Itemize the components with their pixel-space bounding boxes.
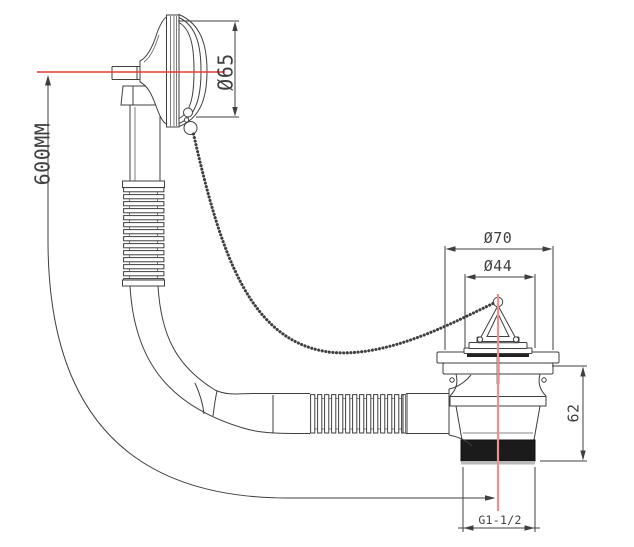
arrowhead-down <box>580 450 586 461</box>
plug-handle-foot <box>512 336 520 343</box>
bend-joint-seam <box>212 390 218 417</box>
bend-joint-seam <box>194 382 205 415</box>
vertical-corrugated-hose <box>122 187 165 287</box>
arrowhead-up <box>580 366 586 377</box>
dim-label-overflow-dia: Ø65 <box>214 53 238 91</box>
horizontal-corrugated-hose <box>310 393 449 434</box>
overflow-pin <box>111 66 140 80</box>
hose-bend <box>129 285 311 435</box>
dim-label-plug-dia: Ø44 <box>484 257 513 275</box>
dim-waste-height: 62 <box>540 365 587 462</box>
arrowhead-left <box>445 246 456 252</box>
overflow-assembly <box>111 13 208 135</box>
arrowhead-right <box>542 246 553 252</box>
arrowhead-down <box>232 107 238 117</box>
waste-lug-right <box>541 377 547 383</box>
dim-label-thread: G1-1/2 <box>478 513 521 527</box>
bend-outer-edge <box>129 285 311 435</box>
dim-label-hose-length: 600MM <box>31 123 55 186</box>
arrowhead-right <box>485 495 496 501</box>
waste-waist-right <box>538 373 547 397</box>
dim-thread-size: G1-1/2 <box>458 467 540 532</box>
bend-inner-edge <box>157 285 310 395</box>
dim-plug-diameter: Ø44 <box>464 257 536 348</box>
waste-lug-left <box>449 377 455 383</box>
dim-flange-diameter: Ø70 <box>444 229 554 350</box>
arrowhead-left <box>463 525 474 531</box>
arrowhead-right <box>524 274 535 280</box>
overflow-dome-outer <box>178 13 208 128</box>
dim-overflow-diameter: Ø65 <box>178 20 239 118</box>
overflow-cone <box>139 16 167 125</box>
waste-waist-left <box>449 373 458 397</box>
arrowhead-up <box>45 75 51 86</box>
plug-handle-foot <box>476 336 484 343</box>
dim-label-flange-dia: Ø70 <box>484 229 513 247</box>
arrowhead-up <box>232 21 238 31</box>
arrowhead-left <box>465 274 476 280</box>
waste-tee-connector <box>448 374 473 447</box>
hose-collar-bottom <box>122 279 165 287</box>
hose-collar-top <box>122 180 165 188</box>
arrowhead-right <box>524 525 535 531</box>
chain-attachment-ring <box>183 107 193 118</box>
pipe-seam <box>402 394 408 433</box>
dim-hose-length: 600MM <box>31 75 496 501</box>
dim-label-waste-height: 62 <box>565 403 583 422</box>
overflow-cap-rim <box>166 14 180 128</box>
overflow-riser-pipe <box>122 105 165 188</box>
plug-chain <box>191 132 495 355</box>
chain-link-ring <box>183 117 190 123</box>
chain-pull-ring <box>183 121 198 135</box>
waste-lower-body <box>455 405 541 441</box>
